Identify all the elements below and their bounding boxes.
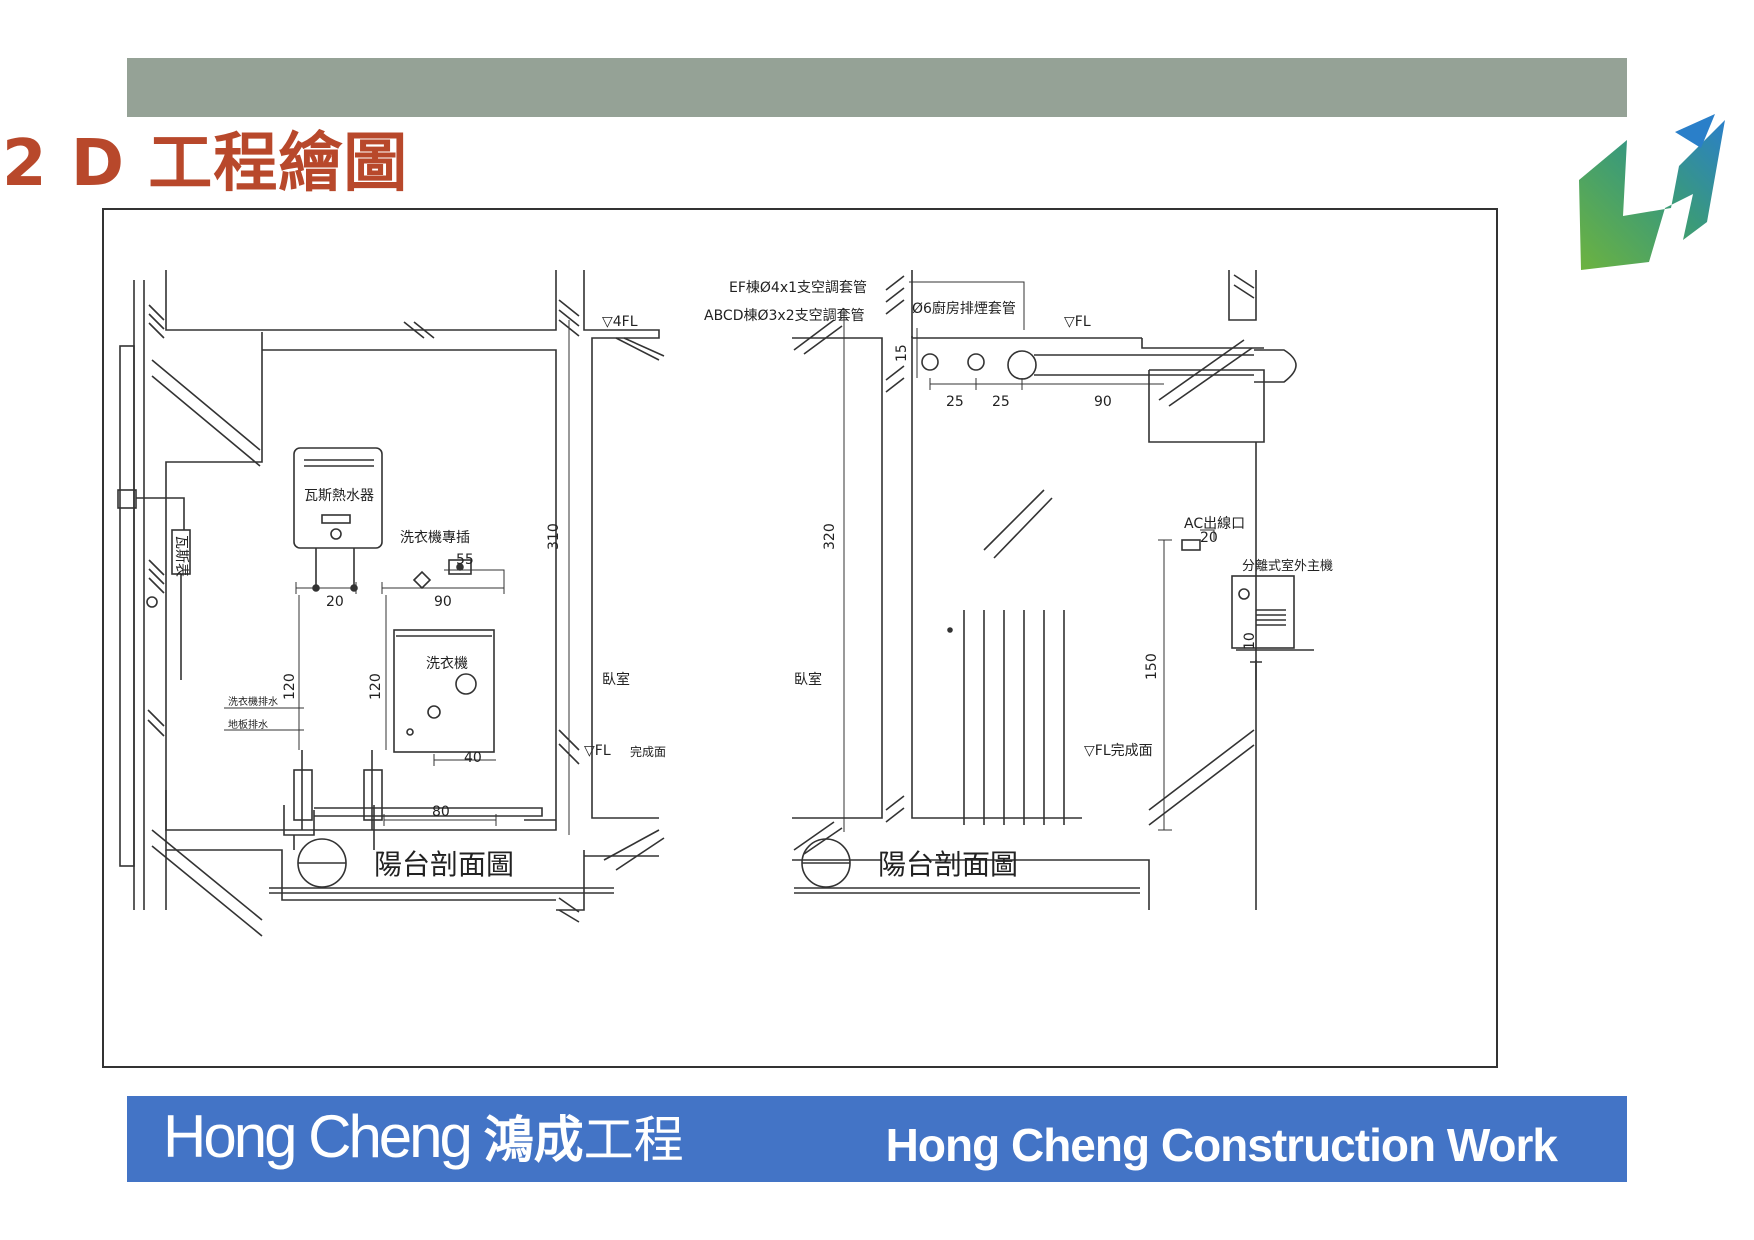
left-washer-socket-label: 洗衣機專插: [400, 530, 470, 546]
right-dim-90: 90: [1094, 394, 1112, 410]
right-ac-outlet-label: AC出線口: [1184, 516, 1245, 532]
cad-drawing: ▽4FL 瓦斯熱水器 瓦斯表 洗衣機專插 55 20 90 310 洗衣機 臥室…: [117, 270, 1333, 937]
right-dim-25b: 25: [992, 394, 1010, 410]
left-dim-80: 80: [432, 804, 450, 820]
left-dim-120a: 120: [282, 673, 298, 700]
right-dim-320: 320: [822, 523, 838, 550]
drawing-frame: ▽4FL 瓦斯熱水器 瓦斯表 洗衣機專插 55 20 90 310 洗衣機 臥室…: [102, 208, 1498, 1068]
left-level-4fl: ▽4FL: [602, 314, 638, 330]
left-finish-face: 完成面: [630, 744, 666, 759]
left-dim-90: 90: [434, 594, 452, 610]
right-dim-150: 150: [1144, 653, 1160, 680]
footer-brand: Hong Cheng 鴻成工程: [163, 1100, 684, 1172]
right-dim-20: 20: [1200, 530, 1218, 546]
left-bedroom-label: 臥室: [602, 671, 630, 688]
right-outdoor-unit-label: 分離式室外主機: [1242, 558, 1333, 574]
right-bedroom-label: 臥室: [794, 671, 822, 688]
left-dim-55: 55: [456, 552, 474, 568]
right-section-caption: 陽台剖面圖: [878, 848, 1018, 881]
right-ef-sleeve-label: EF棟Ø4x1支空調套管: [729, 280, 867, 296]
footer-brand-zh-light: 工程: [583, 1112, 684, 1168]
left-washing-machine-label: 洗衣機: [426, 656, 468, 672]
right-dim-10: 10: [1242, 632, 1258, 650]
left-dim-20: 20: [326, 594, 344, 610]
footer-brand-en: Hong Cheng: [163, 1103, 473, 1170]
footer-tagline: Hong Cheng Construction Work: [885, 1119, 1558, 1171]
company-logo: [1579, 114, 1725, 270]
footer-bar: Hong Cheng 鴻成工程 Hong Cheng Construction …: [127, 1096, 1627, 1182]
right-dim-15: 15: [894, 344, 910, 362]
right-abcd-sleeve-label: ABCD棟Ø3x2支空調套管: [704, 308, 865, 324]
right-balcony-section: [792, 270, 1314, 910]
right-dim-25a: 25: [946, 394, 964, 410]
right-level-fl-bottom: ▽FL完成面: [1084, 743, 1153, 759]
right-level-fl-top: ▽FL: [1064, 314, 1091, 330]
left-section-caption: 陽台剖面圖: [374, 848, 514, 881]
left-washer-drain-label: 洗衣機排水: [228, 695, 278, 708]
left-dim-310: 310: [546, 523, 562, 550]
left-floor-drain-label: 地板排水: [228, 718, 268, 731]
left-dim-40: 40: [464, 750, 482, 766]
left-level-fl: ▽FL: [584, 743, 611, 759]
left-dim-120b: 120: [368, 673, 384, 700]
page-title: 2 D 工程繪圖: [2, 127, 409, 201]
right-kitchen-exhaust-label: Ø6廚房排煙套管: [912, 300, 1016, 317]
footer-brand-zh-bold: 鴻成: [483, 1112, 584, 1168]
top-banner-bar: [127, 58, 1627, 117]
left-water-heater-label: 瓦斯熱水器: [304, 488, 374, 504]
left-gas-meter-label: 瓦斯表: [173, 535, 189, 577]
left-balcony-section: [117, 270, 665, 937]
